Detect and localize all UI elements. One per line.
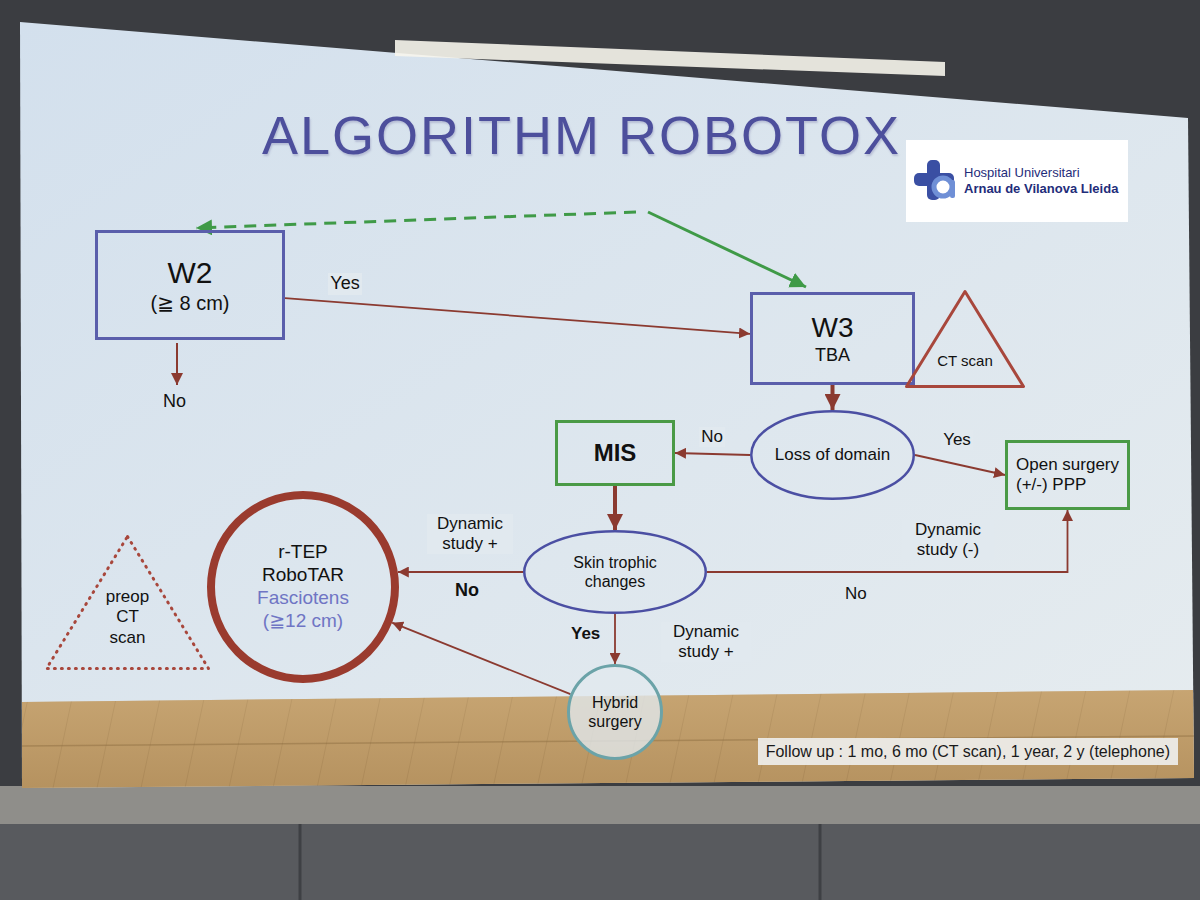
flow-arrow: [675, 453, 750, 455]
node-text: Hybrid surgery: [577, 693, 653, 731]
ellipse-outline: [524, 531, 706, 613]
panel-seam: [299, 824, 302, 900]
decision-ellipse: Loss of domain: [750, 410, 915, 500]
edge-label: Yes: [941, 430, 973, 450]
tri-outline: [47, 537, 209, 669]
logo-text: Hospital Universitari: [964, 165, 1118, 181]
approach-box: MIS: [555, 420, 675, 486]
logo-text: Arnau de Vilanova Lleida: [964, 181, 1118, 197]
outcome-circle: Hybrid surgery: [567, 664, 663, 760]
ellipse-outline: [751, 411, 914, 499]
wall: [0, 786, 1200, 900]
edge-label: Dynamic study (-): [902, 520, 994, 561]
flow-arrow: [392, 623, 570, 694]
flow-arrow: [831, 385, 835, 410]
imaging-triangle: CT scan: [905, 290, 1025, 388]
branch-label: No: [455, 580, 479, 602]
ceiling-light: [395, 40, 945, 76]
flow-arrow: [707, 510, 1068, 572]
edge-label: Dynamic study +: [427, 514, 513, 555]
outcome-box: Open surgery (+/-) PPP: [1005, 440, 1130, 510]
node-text: Open surgery (+/-) PPP: [1016, 455, 1119, 496]
panel-seam: [819, 824, 822, 900]
projected-slide: [20, 22, 1194, 788]
footer-note: Follow up : 1 mo, 6 mo (CT scan), 1 year…: [758, 738, 1178, 765]
node-text: CT scan: [925, 352, 1005, 370]
circle-outline: [567, 664, 663, 760]
flow-arrow: [613, 486, 617, 530]
outcome-circle: r-TEP RoboTARFasciotens (≧12 cm): [207, 491, 399, 683]
no-arrow: [176, 343, 178, 385]
node-text: W3: [812, 311, 854, 345]
node-text: Loss of domain: [768, 445, 898, 465]
node-subtext: TBA: [812, 345, 854, 367]
node-subtext: Fasciotens (≧12 cm): [238, 587, 368, 633]
edge-label: No: [699, 427, 725, 447]
flow-arrow: [614, 614, 616, 664]
tri-outline: [907, 292, 1024, 387]
circle-outline: [211, 495, 395, 679]
imaging-triangle: preop CT scan: [45, 535, 210, 670]
node-text: Skin trophic changes: [555, 553, 675, 591]
flow-arrow: [285, 298, 750, 334]
branch-label: Yes: [571, 624, 600, 644]
node-text: r-TEP RoboTAR: [238, 541, 368, 587]
tri-outline: [905, 290, 1025, 388]
node-subtext: (≧ 8 cm): [151, 291, 230, 315]
classification-box: W3TBA: [750, 292, 915, 385]
branch-label: No: [845, 584, 867, 604]
hospital-logo: Hospital UniversitariArnau de Vilanova L…: [906, 140, 1128, 222]
logo-icon: [912, 158, 958, 204]
flow-arrow: [915, 455, 1005, 475]
slide-title: ALGORITHM ROBOTOX: [262, 104, 901, 166]
node-text: W2: [151, 255, 230, 291]
title-arrow: [648, 212, 806, 287]
branch-label: No: [163, 391, 186, 413]
node-text: preop CT scan: [97, 587, 159, 648]
ellipse-outline: [523, 530, 707, 614]
flow-arrow: [398, 571, 523, 573]
edge-label: Yes: [328, 273, 361, 295]
classification-box: W2(≧ 8 cm): [95, 230, 285, 340]
title-dashed-arrow: [196, 212, 636, 228]
decision-ellipse: Skin trophic changes: [523, 530, 707, 614]
wall-panel: [0, 824, 1200, 900]
edge-label: Dynamic study +: [661, 622, 751, 663]
node-text: MIS: [594, 439, 637, 468]
circle-outline: [569, 666, 662, 759]
